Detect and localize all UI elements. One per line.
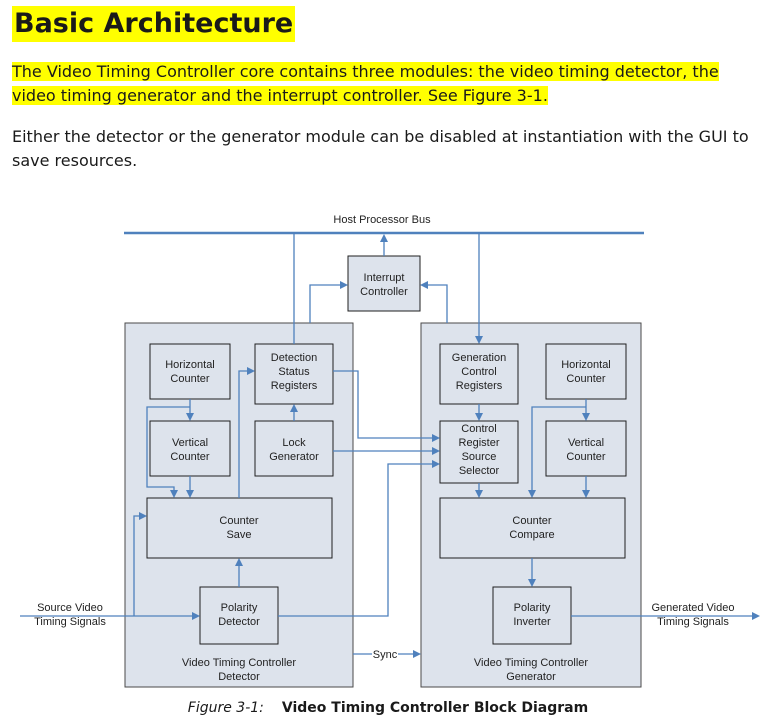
generated-signals-label-2: Timing Signals [657, 616, 729, 628]
lock-generator-label-1: Lock [282, 437, 306, 449]
generation-control-label-2: Control [461, 366, 496, 378]
detection-status-registers-block [254, 343, 334, 405]
detection-status-label-3: Registers [271, 380, 318, 392]
det-vertical-counter-label-2: Counter [170, 451, 209, 463]
detector-title-1: Video Timing Controller [182, 657, 296, 669]
gen-vertical-counter-label-2: Counter [566, 451, 605, 463]
det-horizontal-counter-block [149, 343, 231, 400]
polarity-inverter-label-1: Polarity [514, 602, 551, 614]
gen-horizontal-counter-block [545, 343, 627, 400]
detector-title-2: Detector [218, 671, 260, 683]
det-vertical-counter-block [149, 420, 231, 477]
connection-lines [20, 233, 760, 658]
resources-line-2: save resources. [12, 151, 138, 170]
det-horizontal-counter-label-1: Horizontal [165, 359, 215, 371]
counter-save-label-1: Counter [219, 515, 258, 527]
resources-line-1: Either the detector or the generator mod… [12, 127, 749, 146]
counter-save-block [146, 497, 333, 559]
detection-status-label-2: Status [278, 366, 310, 378]
source-selector-label-4: Selector [459, 465, 500, 477]
polarity-inverter-block [492, 586, 572, 645]
figure-title: Video Timing Controller Block Diagram [281, 700, 589, 716]
counter-compare-label-2: Compare [509, 529, 554, 541]
sync-label: Sync [373, 649, 398, 661]
gen-vertical-counter-label-1: Vertical [568, 437, 604, 449]
lock-generator-label-2: Generator [269, 451, 319, 463]
bus-label: Host Processor Bus [333, 214, 431, 226]
lock-generator-block [254, 420, 334, 477]
figure-number: Figure 3-1: [187, 700, 264, 716]
intro-line-1: The Video Timing Controller core contain… [12, 62, 719, 81]
generated-signals-label-1: Generated Video [652, 602, 735, 614]
generator-title-1: Video Timing Controller [474, 657, 588, 669]
det-horizontal-counter-label-2: Counter [170, 373, 209, 385]
generation-control-label-3: Registers [456, 380, 503, 392]
generation-control-registers-block [439, 343, 519, 405]
intro-paragraph: The Video Timing Controller core contain… [12, 60, 719, 108]
interrupt-controller-label-1: Interrupt [364, 272, 405, 284]
counter-compare-block [439, 497, 626, 559]
gen-horizontal-counter-label-2: Counter [566, 373, 605, 385]
source-selector-label-1: Control [461, 423, 496, 435]
gen-vertical-counter-block [545, 420, 627, 477]
gen-horizontal-counter-label-1: Horizontal [561, 359, 611, 371]
source-signals-label-2: Timing Signals [34, 616, 106, 628]
resources-paragraph: Either the detector or the generator mod… [12, 125, 749, 173]
polarity-inverter-label-2: Inverter [513, 616, 551, 628]
block-diagram: Host Processor Bus Interrupt Controller … [20, 214, 760, 688]
section-heading: Basic Architecture [12, 6, 296, 42]
source-signals-label-1: Source Video [37, 602, 103, 614]
polarity-detector-label-2: Detector [218, 616, 260, 628]
control-register-source-selector-block [439, 420, 519, 484]
generation-control-label-1: Generation [452, 352, 506, 364]
source-selector-label-2: Register [459, 437, 500, 449]
intro-line-2: video timing generator and the interrupt… [12, 86, 548, 105]
figure-caption: Figure 3-1: Video Timing Controller Block… [0, 696, 776, 720]
detection-status-label-1: Detection [271, 352, 317, 364]
counter-compare-label-1: Counter [512, 515, 551, 527]
polarity-detector-label-1: Polarity [221, 602, 258, 614]
interrupt-controller-label-2: Controller [360, 286, 408, 298]
det-vertical-counter-label-1: Vertical [172, 437, 208, 449]
counter-save-label-2: Save [226, 529, 251, 541]
source-selector-label-3: Source [462, 451, 497, 463]
generator-title-2: Generator [506, 671, 556, 683]
